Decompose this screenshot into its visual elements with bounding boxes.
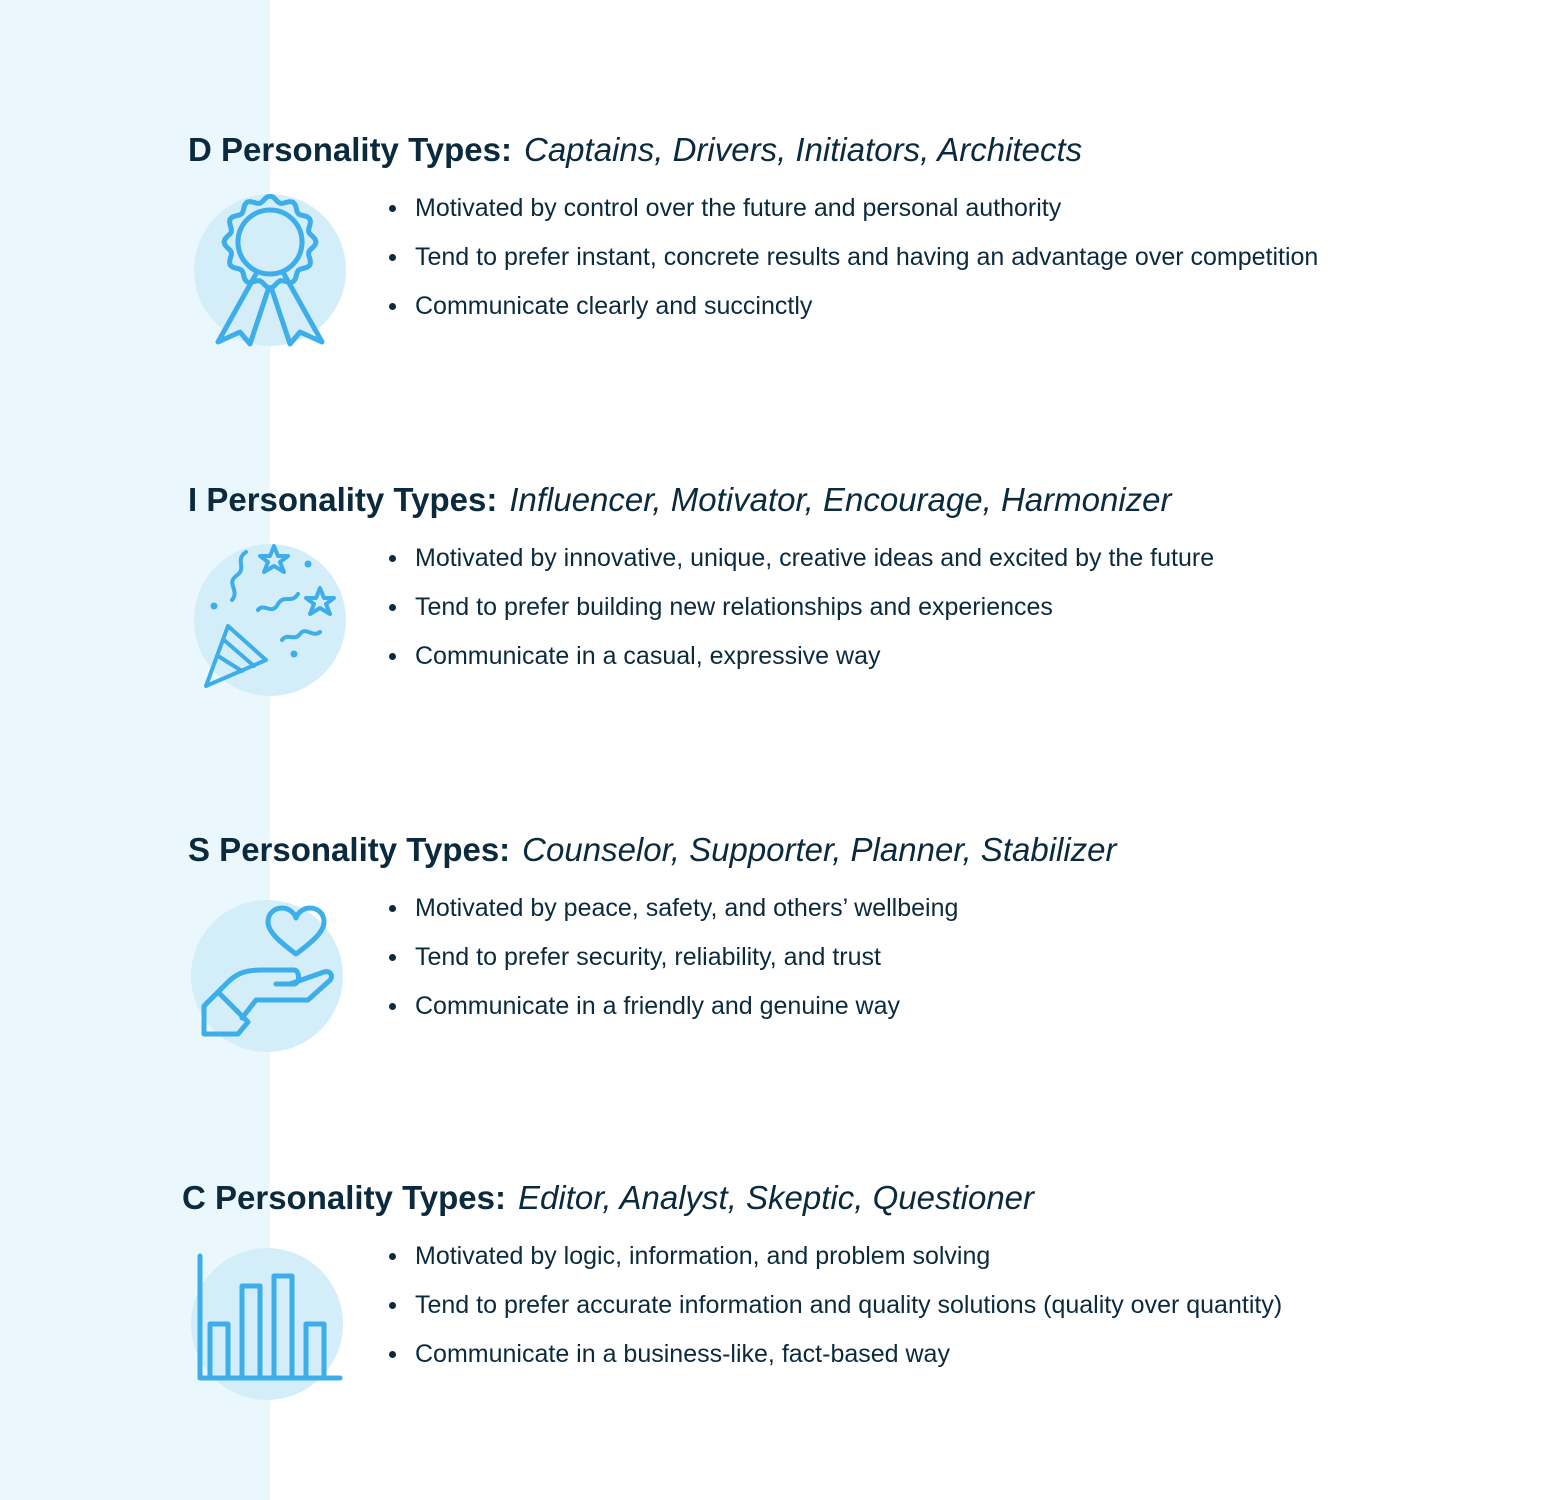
bullet-list: Motivated by innovative, unique, creativ… <box>385 534 1214 681</box>
section-heading: C Personality Types: Editor, Analyst, Ske… <box>182 1178 1034 1218</box>
bullet-item: Motivated by logic, information, and pro… <box>385 1232 1282 1281</box>
section-c: C Personality Types: Editor, Analyst, Ske… <box>0 1178 1550 1438</box>
section-heading: S Personality Types: Counselor, Supporter… <box>188 830 1117 870</box>
heading-label: D Personality Types: <box>188 131 512 168</box>
bullet-item: Communicate in a casual, expressive way <box>385 632 1214 681</box>
heading-label: I Personality Types: <box>188 481 498 518</box>
bullet-item: Communicate clearly and succinctly <box>385 282 1318 331</box>
bullet-list: Motivated by control over the future and… <box>385 184 1318 331</box>
bullet-item: Tend to prefer instant, concrete results… <box>385 233 1318 282</box>
section-i: I Personality Types: Influencer, Motivato… <box>0 480 1550 740</box>
party-popper-icon <box>190 544 350 704</box>
bullet-item: Tend to prefer building new relationship… <box>385 583 1214 632</box>
section-heading: I Personality Types: Influencer, Motivato… <box>188 480 1172 520</box>
heading-types: Captains, Drivers, Initiators, Architect… <box>524 131 1083 168</box>
bullet-item: Motivated by control over the future and… <box>385 184 1318 233</box>
heading-types: Counselor, Supporter, Planner, Stabilize… <box>522 831 1117 868</box>
bar-chart-icon <box>190 1242 350 1402</box>
bullet-item: Communicate in a friendly and genuine wa… <box>385 982 958 1031</box>
section-d: D Personality Types: Captains, Drivers, I… <box>0 130 1550 390</box>
bullet-list: Motivated by peace, safety, and others’ … <box>385 884 958 1031</box>
bullet-item: Tend to prefer security, reliability, an… <box>385 933 958 982</box>
award-ribbon-icon <box>190 194 350 354</box>
bullet-item: Motivated by peace, safety, and others’ … <box>385 884 958 933</box>
heading-types: Editor, Analyst, Skeptic, Questioner <box>518 1179 1035 1216</box>
bullet-list: Motivated by logic, information, and pro… <box>385 1232 1282 1379</box>
heading-label: C Personality Types: <box>182 1179 506 1216</box>
bullet-item: Communicate in a business-like, fact-bas… <box>385 1330 1282 1379</box>
bullet-item: Tend to prefer accurate information and … <box>385 1281 1282 1330</box>
section-heading: D Personality Types: Captains, Drivers, I… <box>188 130 1082 170</box>
hand-heart-icon <box>190 894 350 1054</box>
section-s: S Personality Types: Counselor, Supporter… <box>0 830 1550 1090</box>
heading-types: Influencer, Motivator, Encourage, Harmon… <box>509 481 1172 518</box>
heading-label: S Personality Types: <box>188 831 511 868</box>
bullet-item: Motivated by innovative, unique, creativ… <box>385 534 1214 583</box>
